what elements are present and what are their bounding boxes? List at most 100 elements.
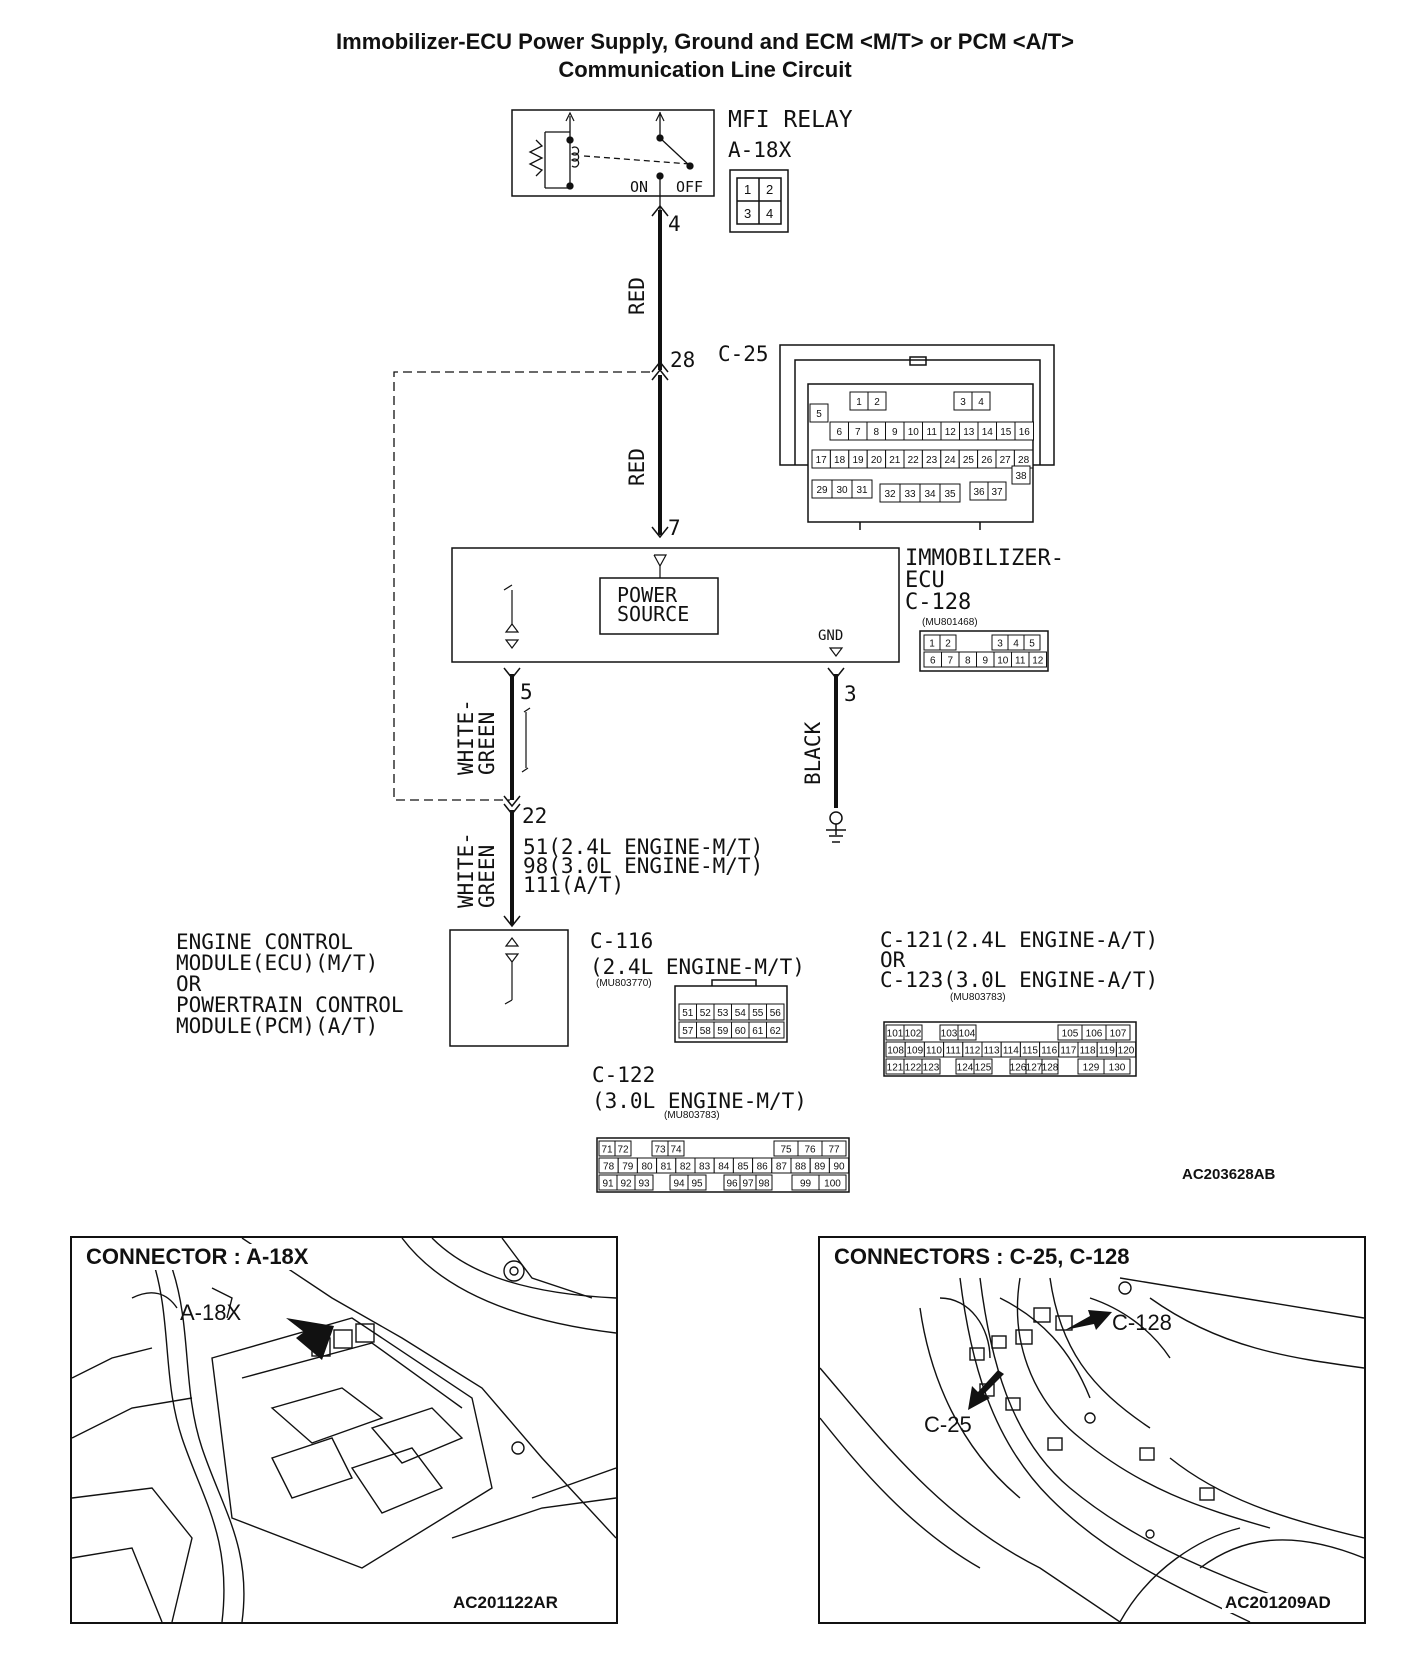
c121-pin-128-cell — [1041, 1058, 1059, 1075]
c122-pin-75: 75 — [780, 1145, 792, 1156]
c122-pin-90-cell — [828, 1157, 850, 1174]
mfi-relay-box — [511, 109, 715, 197]
c128-pin-12: 12 — [1032, 656, 1044, 667]
c25-pin-38-cell — [1011, 465, 1031, 485]
c116-pin-57: 57 — [682, 1026, 694, 1037]
c25-pin-1: 1 — [856, 397, 862, 408]
c122-pin-93-cell — [634, 1174, 654, 1191]
c121-pin-104-cell — [957, 1024, 977, 1041]
c122-pin-100: 100 — [824, 1179, 841, 1190]
c25-pin-14: 14 — [982, 427, 994, 438]
c121-pin-123-cell — [921, 1058, 941, 1075]
c116-pin-56-cell — [766, 1003, 785, 1021]
c25-pin-29: 29 — [816, 485, 828, 496]
c128-pin-4: 4 — [1013, 639, 1019, 650]
c122-pin-90: 90 — [833, 1162, 845, 1173]
c122-pin-95: 95 — [691, 1179, 703, 1190]
dashed-harness-line — [393, 371, 650, 801]
c25-pin-27: 27 — [1000, 455, 1012, 466]
c122-pin-72: 72 — [617, 1145, 629, 1156]
c25-pin-15: 15 — [1000, 427, 1012, 438]
c25-pin-5-cell — [809, 403, 829, 423]
ecm-label: ENGINE CONTROL MODULE(ECU)(M/T) OR POWER… — [176, 930, 404, 1038]
c122-part-number: (MU803783) — [664, 1110, 720, 1121]
c25-pin-5: 5 — [816, 409, 822, 420]
c122-pin-98: 98 — [758, 1179, 770, 1190]
c25-pin-34: 34 — [924, 489, 936, 500]
c121-pin-107-cell — [1105, 1024, 1131, 1041]
a18x-pin-3: 3 — [744, 206, 752, 221]
connectors-c25-c128-panel: CONNECTORS : C-25, C-128 C-128 C-25 AC20… — [818, 1236, 1366, 1624]
c122-pin-85: 85 — [737, 1162, 749, 1173]
c128-pin-5: 5 — [1029, 639, 1035, 650]
c116-pin-62-cell — [766, 1021, 785, 1039]
c116-pin-62: 62 — [770, 1026, 782, 1037]
a18x-pin-1: 1 — [744, 182, 752, 197]
c25-pin-10: 10 — [908, 427, 920, 438]
c25-pin-31: 31 — [856, 485, 868, 496]
c25-pin-18: 18 — [834, 455, 846, 466]
connector-a18x-panel: CONNECTOR : A-18X A-18X AC201122AR — [70, 1236, 618, 1624]
c122-pin-71: 71 — [601, 1145, 613, 1156]
power-source-box — [599, 577, 719, 635]
relay-off-label: OFF — [676, 178, 704, 196]
c128-callout: C-128 — [1112, 1310, 1172, 1335]
title-line-1: Immobilizer-ECU Power Supply, Ground and… — [336, 29, 1074, 54]
terminal-22-label: 22 — [522, 804, 548, 828]
c122-pin-84: 84 — [718, 1162, 730, 1173]
c121-pin-129: 129 — [1083, 1063, 1100, 1074]
c121-pin-109: 109 — [906, 1046, 923, 1057]
c25-pin-17: 17 — [816, 455, 828, 466]
c121-pin-111: 111 — [946, 1046, 962, 1057]
c25-pin-23: 23 — [926, 455, 938, 466]
c25-pin-16: 16 — [1019, 427, 1031, 438]
c121-pin-127: 127 — [1026, 1063, 1043, 1074]
right-panel-code: AC201209AD — [1222, 1593, 1334, 1613]
relay-connector-label: A-18X — [728, 138, 792, 162]
c116-pin-51: 51 — [682, 1008, 694, 1019]
c122-pin-76: 76 — [804, 1145, 816, 1156]
terminal-28-label: 28 — [670, 348, 696, 372]
c122-pin-77: 77 — [828, 1145, 840, 1156]
c116-pin-58: 58 — [700, 1026, 712, 1037]
c121-pin-126: 126 — [1010, 1063, 1027, 1074]
c128-pin-8: 8 — [965, 656, 971, 667]
c121-pin-102-cell — [903, 1024, 923, 1041]
c122-pin-95-cell — [687, 1174, 707, 1191]
c128-pin-2-cell — [939, 634, 957, 651]
c116-pin-60: 60 — [735, 1026, 747, 1037]
c122-pin-91: 91 — [602, 1179, 614, 1190]
c25-pin-36: 36 — [973, 487, 985, 498]
c25-pin-13: 13 — [963, 427, 975, 438]
dash-harness-illustration — [820, 1277, 1364, 1622]
c121-pin-104: 104 — [959, 1029, 976, 1040]
c121-part-number: (MU803783) — [950, 992, 1006, 1003]
c25-pin-3: 3 — [960, 397, 966, 408]
c25-pin-16-cell — [1014, 421, 1034, 441]
c121-label: C-121(2.4L ENGINE-A/T) OR C-123(3.0L ENG… — [880, 928, 1159, 992]
c25-pin-11: 11 — [927, 427, 938, 438]
c122-pin-72-cell — [614, 1140, 632, 1157]
c128-pin-7: 7 — [947, 656, 953, 667]
c121-pin-128: 128 — [1042, 1063, 1059, 1074]
c121-pin-124: 124 — [957, 1063, 974, 1074]
c128-pin-3: 3 — [997, 639, 1003, 650]
terminal-5-label: 5 — [520, 680, 533, 704]
c122-pin-86: 86 — [757, 1162, 769, 1173]
c122-pin-92: 92 — [620, 1179, 632, 1190]
c25-callout: C-25 — [924, 1412, 972, 1437]
c122-pin-74: 74 — [670, 1145, 682, 1156]
c121-pin-130: 130 — [1109, 1063, 1126, 1074]
c122-pin-78: 78 — [603, 1162, 615, 1173]
terminal-3-label: 3 — [844, 682, 857, 706]
wire-color-red-upper: RED — [625, 277, 649, 315]
c25-pin-31-cell — [851, 479, 873, 499]
a18x-callout: A-18X — [180, 1300, 242, 1325]
c25-pin-37-cell — [987, 481, 1007, 501]
wire-color-black: BLACK — [801, 721, 825, 785]
c121-pin-125-cell — [973, 1058, 993, 1075]
c25-pin-12: 12 — [945, 427, 957, 438]
c122-pin-81: 81 — [661, 1162, 673, 1173]
c128-pin-11: 11 — [1015, 656, 1026, 667]
